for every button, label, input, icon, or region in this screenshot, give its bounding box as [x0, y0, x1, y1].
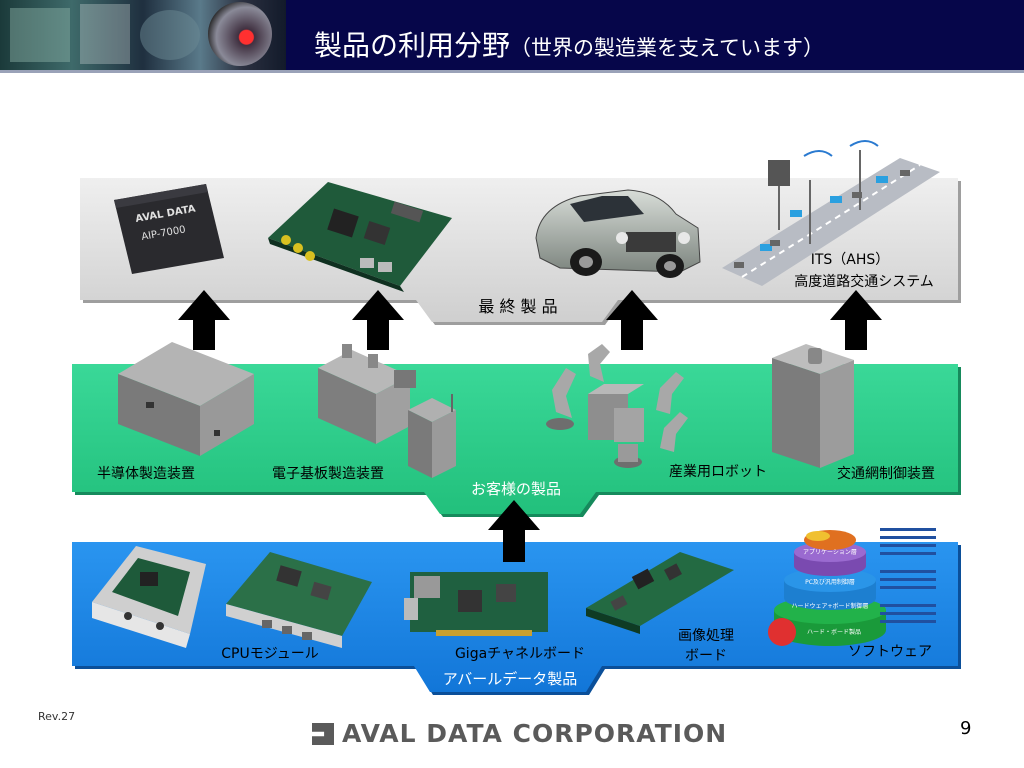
embedded-board-image	[268, 182, 452, 292]
cpu-module-image	[92, 546, 206, 648]
slide-header: 製品の利用分野（世界の製造業を支えています）	[0, 0, 1024, 70]
title-main: 製品の利用分野	[314, 29, 511, 62]
software-layer-1: アプリケーション層	[803, 549, 857, 556]
semiconductor-equipment-image	[118, 342, 254, 456]
giga-channel-board-image	[404, 572, 548, 636]
cpu-module-label: CPUモジュール	[221, 646, 319, 662]
customer-products-label: お客様の製品	[471, 480, 561, 498]
chip-image: AVAL DATA AIP-7000	[114, 184, 224, 274]
final-products-label: 最 終 製 品	[478, 297, 557, 316]
pcb-manufacturing-equipment-image	[318, 344, 456, 478]
revision-label: Rev.27	[38, 710, 76, 723]
up-arrow-center	[488, 500, 540, 562]
its-label-line1: ITS（AHS）	[811, 252, 890, 268]
slide-title: 製品の利用分野（世界の製造業を支えています）	[314, 24, 824, 64]
traffic-control-label: 交通網制御装置	[837, 465, 935, 482]
page-number: 9	[960, 718, 972, 739]
its-label-line2: 高度道路交通システム	[794, 273, 934, 290]
cpu-board-image	[226, 552, 372, 648]
title-sub: （世界の製造業を支えています）	[510, 36, 824, 60]
customer-products-panel	[72, 364, 961, 517]
image-processing-board-label-line1: 画像処理	[678, 628, 734, 644]
software-label: ソフトウェア	[848, 644, 932, 660]
up-arrow-3	[606, 290, 658, 350]
header-divider	[0, 70, 1024, 73]
industrial-robot-label: 産業用ロボット	[669, 464, 767, 480]
its-road-system-image	[722, 140, 940, 286]
pcb-equipment-label: 電子基板製造装置	[272, 465, 384, 482]
arrows	[178, 290, 882, 562]
software-stack-image	[768, 528, 936, 646]
up-arrow-1	[178, 290, 230, 350]
software-layer-2: PC及び汎用制御層	[805, 578, 855, 586]
up-arrow-4	[830, 290, 882, 350]
giga-channel-board-label: Gigaチャネルボード	[455, 646, 585, 662]
software-layer-captions: アプリケーション層 PC及び汎用制御層 ハードウェア+ボード制御層 ハード・ボー…	[791, 549, 868, 636]
traffic-control-equipment-image	[772, 344, 854, 468]
image-processing-board-image	[586, 552, 734, 634]
software-layer-4: ハード・ボード製品	[807, 628, 861, 636]
up-arrow-2	[352, 290, 404, 350]
company-logo-text: AVAL DATA CORPORATION	[342, 719, 728, 748]
company-logo: AVAL DATA CORPORATION	[312, 719, 727, 748]
car-image	[535, 189, 701, 278]
logo-mark-icon	[312, 723, 334, 745]
image-processing-board-label-line2: ボード	[685, 648, 727, 664]
semiconductor-equipment-label: 半導体製造装置	[97, 466, 195, 482]
aval-products-label: アバールデータ製品	[443, 670, 577, 688]
header-photo-collage	[0, 0, 286, 70]
software-layer-3: ハードウェア+ボード制御層	[791, 602, 868, 610]
industrial-robot-image	[546, 344, 688, 468]
